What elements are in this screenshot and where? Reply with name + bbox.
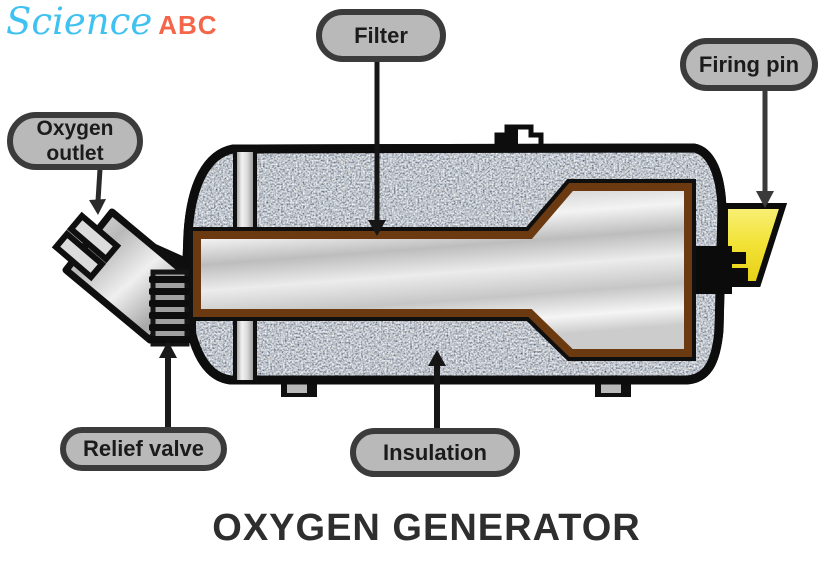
outlet-prong-upper — [66, 211, 122, 264]
relief-valve-ribs — [149, 269, 191, 347]
page-title: OXYGEN GENERATOR — [212, 507, 641, 549]
logo-science-text: Science — [6, 0, 153, 43]
label-firing-pin: Firing pin — [680, 38, 818, 91]
label-firing-pin-text: Firing pin — [698, 51, 800, 77]
label-insulation: Insulation — [350, 428, 520, 477]
firing-pin-arrow — [756, 90, 774, 208]
label-filter: Filter — [316, 9, 446, 62]
label-oxygen-outlet: Oxygen outlet — [7, 112, 143, 170]
label-relief-valve-text: Relief valve — [82, 436, 205, 462]
label-insulation-text: Insulation — [383, 439, 487, 465]
logo-abc-text: ABC — [158, 10, 218, 40]
label-oxygen-outlet-text: Oxygen outlet — [36, 117, 114, 165]
scienceabc-logo: Science ABC — [6, 0, 218, 43]
relief-valve-arrow — [159, 341, 177, 428]
filter-tube — [189, 179, 696, 361]
insulation-arrow — [428, 350, 446, 429]
filter-arrow — [368, 60, 386, 236]
oxygen-outlet-arrow — [89, 168, 106, 215]
outlet-prong-lower — [51, 229, 107, 282]
label-relief-valve: Relief valve — [60, 427, 227, 471]
label-filter-text: Filter — [354, 22, 408, 48]
